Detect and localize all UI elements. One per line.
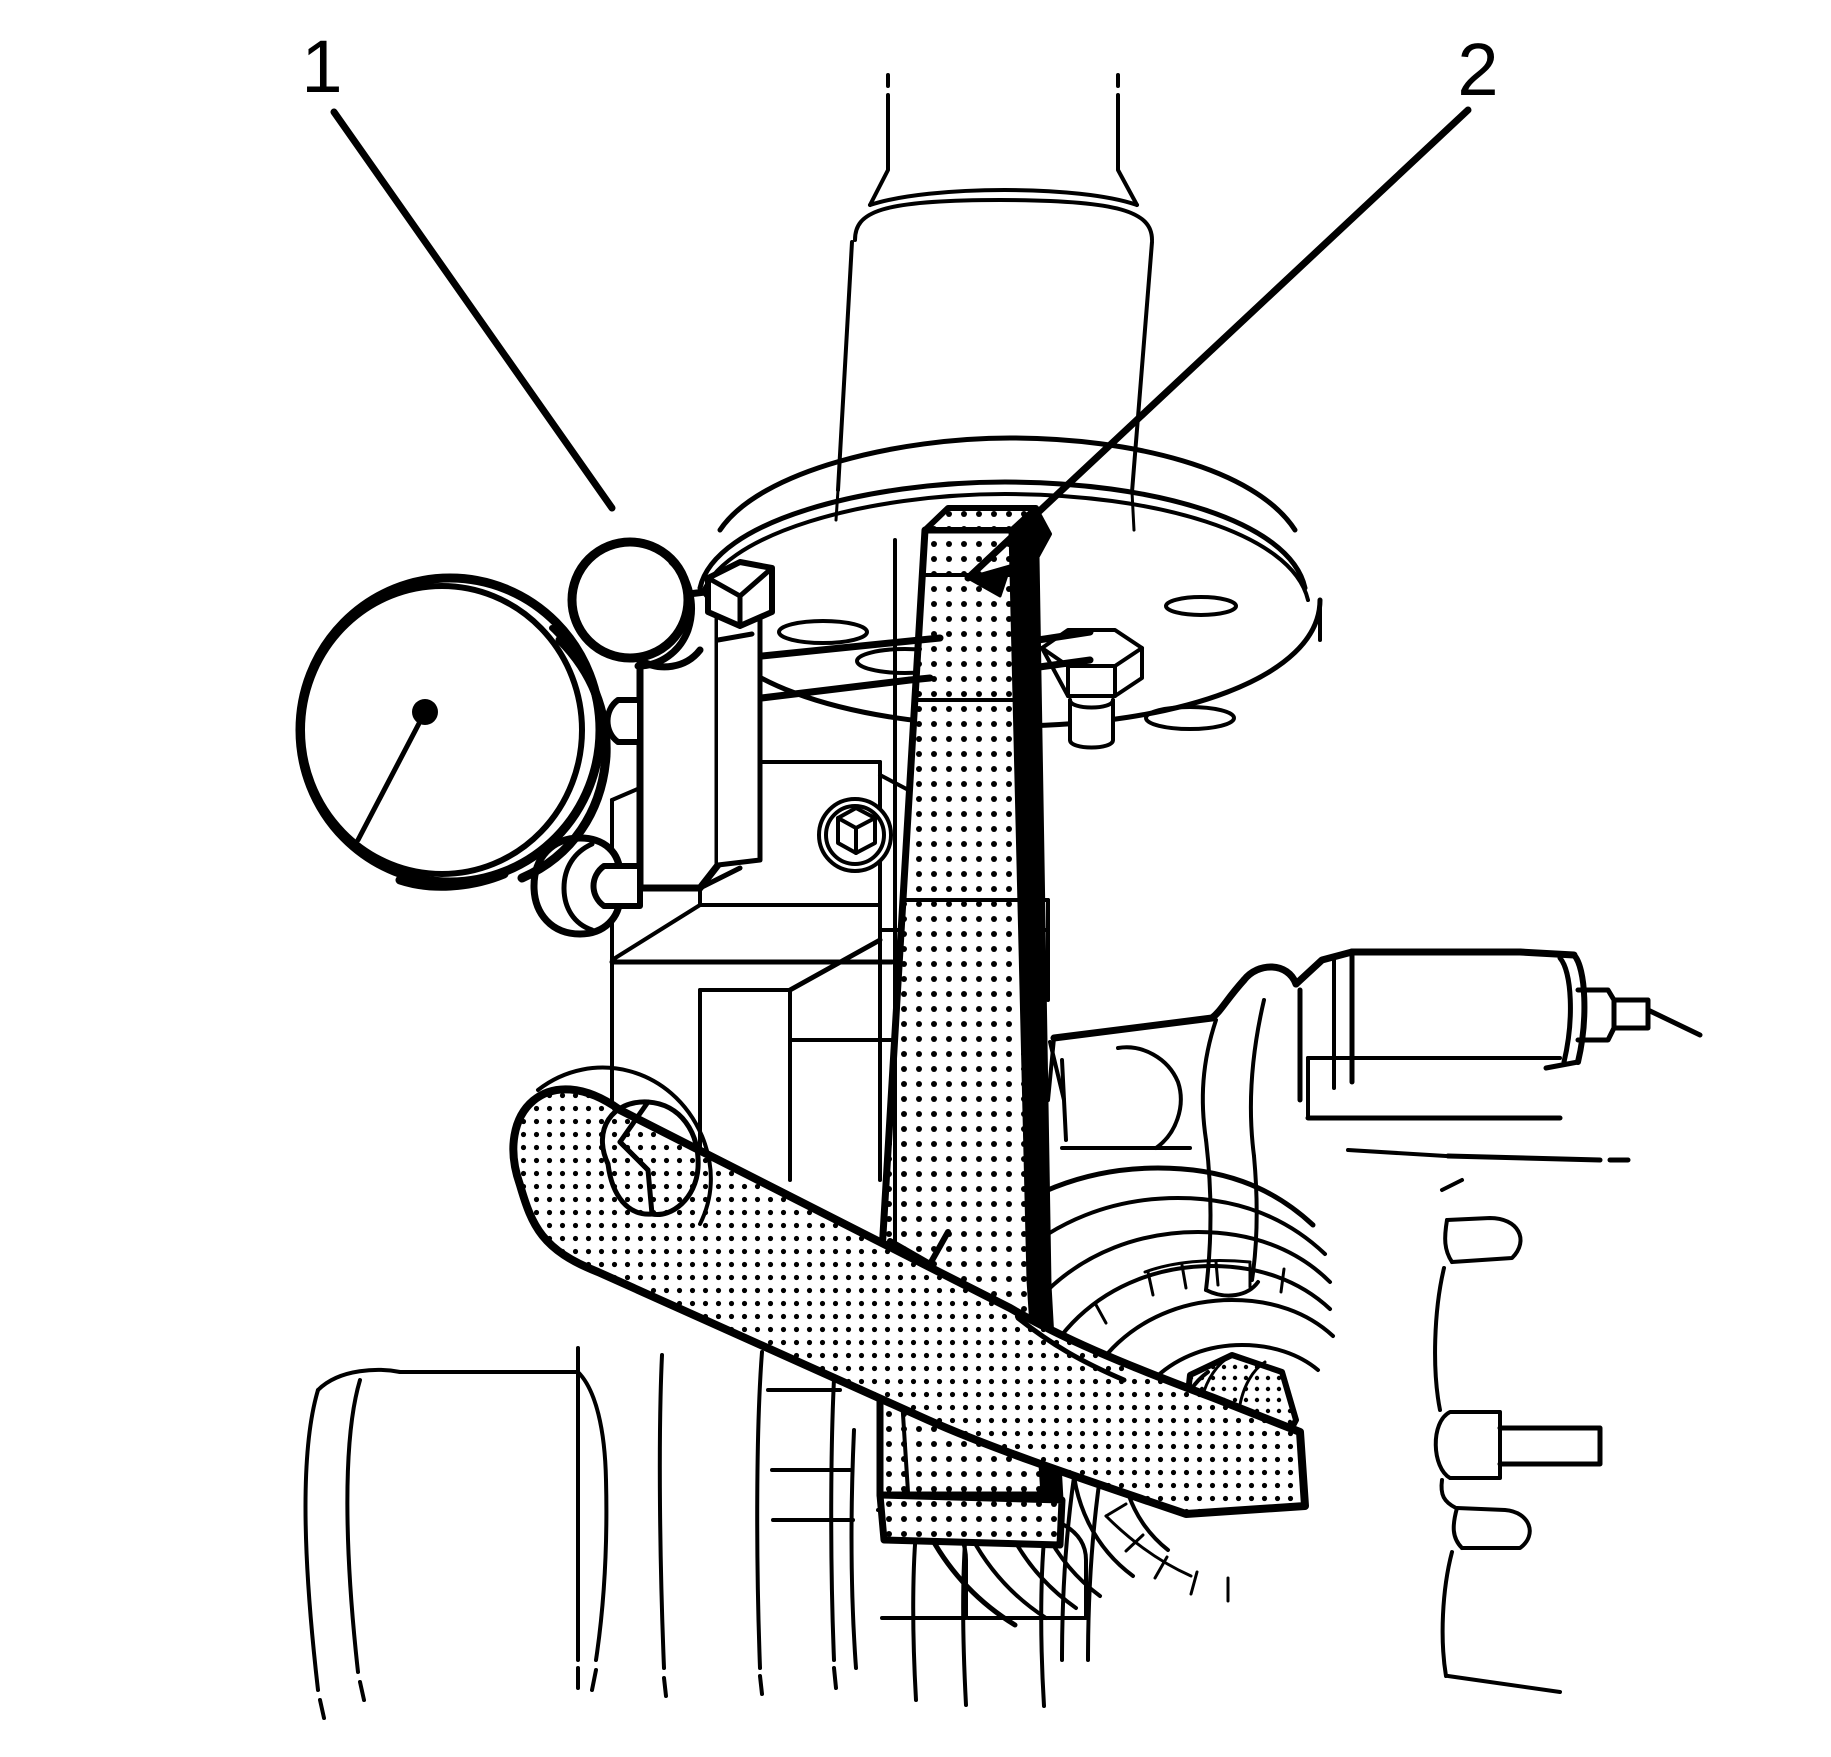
housing-studs: [1346, 1148, 1631, 1694]
upper-cylinder: [834, 73, 1154, 532]
indicator-needle: [355, 699, 438, 843]
indicator-mount-block: [530, 559, 775, 938]
leader-arrow-2: [966, 564, 1012, 598]
knurled-knob: [567, 537, 704, 671]
leader-line-1: [330, 108, 616, 512]
callout-label-2: 2: [1457, 28, 1498, 111]
wrench-tool: [509, 1065, 1309, 1518]
holding-bar: [876, 505, 1066, 1549]
leader-line-2: [964, 106, 1472, 582]
callout-label-1: 1: [301, 25, 342, 108]
left-housing-cylinder: [303, 1346, 609, 1720]
callout-leaders: [330, 106, 1472, 598]
sensor-cylinder: [1046, 948, 1703, 1298]
dial-indicator-gauge: [295, 573, 611, 891]
hex-bolt-flange: [1040, 628, 1144, 750]
